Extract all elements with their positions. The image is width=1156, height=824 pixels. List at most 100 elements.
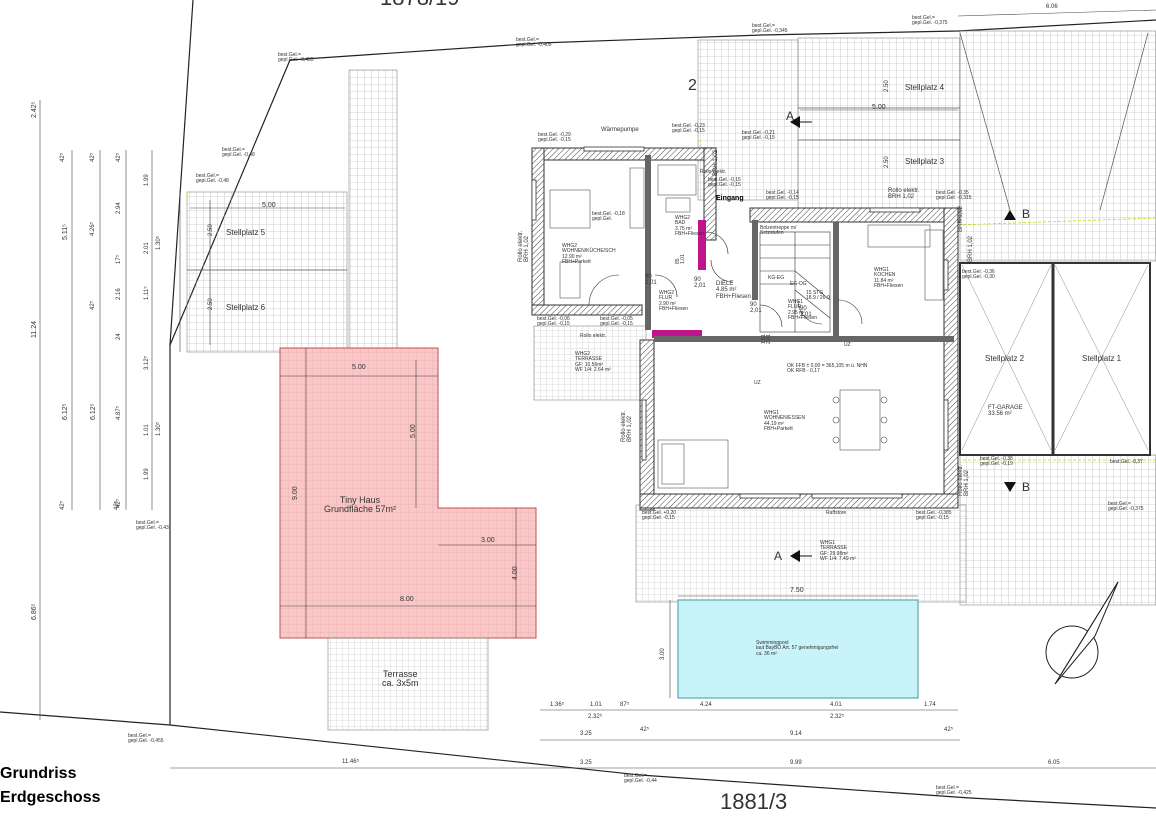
label-stair-steps: 15 STG 18.9 / 26.0: [806, 290, 830, 302]
room-label-diele: DIELE 4.85 m² FBH+Fliesen: [716, 281, 751, 300]
dimension-label: 3.00: [481, 537, 495, 544]
label-eingang: Eingang: [716, 195, 744, 202]
parking-grid-p56: [186, 191, 348, 353]
elevation-label: best.Gel.= gepl.Gel. -0,425: [936, 785, 972, 797]
plan-title-line1: Grundriss: [0, 765, 77, 782]
elevation-label: best.Gel. -0,385 gepl.Gel. -0,15: [916, 510, 952, 522]
door-dimension: 90 2,01: [800, 306, 812, 319]
dimension-label: 1.01: [590, 702, 602, 708]
dimension-label: 42⁵: [640, 727, 650, 733]
dimension-label: 6.12⁵: [90, 403, 97, 420]
dimension-label: 3.25: [580, 731, 592, 737]
room-label-stellplatz1: Stellplatz 1: [1082, 354, 1122, 363]
label-rollo: Rollo elektr.: [580, 333, 607, 339]
elevation-label: best.Gel.= gepl.Gel. -0,345: [752, 23, 788, 35]
elevation-label: best.Gel.= gepl.Gel. -0,455: [128, 733, 164, 745]
dimension-label: 17⁵: [116, 254, 122, 264]
room-label-bad: WHG2 BAD 3.75 m² FBH+Fliesen: [675, 215, 705, 237]
room-label-terrasse-whg1: WHG1 TERRASSE GF: 29.98m² WF 1/4: 7.49 m…: [820, 540, 856, 562]
north-arrow: [1045, 581, 1119, 685]
dimension-label: 87⁵: [620, 702, 630, 708]
parking-grid-p43: [797, 37, 961, 209]
elevation-label: best.Gel. -0,38 gepl.Gel. -0,19: [980, 456, 1013, 468]
section-label-b-bottom: B: [1022, 480, 1031, 494]
dimension-label: 5.00: [352, 364, 366, 371]
door-dimension: 1.51 2,01: [761, 334, 773, 344]
dimension-label: 1.99: [144, 468, 150, 480]
dimension-label: 2.50: [208, 298, 214, 310]
dimension-label: 24: [116, 333, 122, 340]
dimension-label: 4.00: [512, 566, 519, 580]
dimension-label: 2.16: [116, 288, 122, 300]
tiny-house: [279, 347, 537, 639]
room-label-flur-whg1: WHG1 FLUR 2.95 m² FBH+Fliesen: [788, 299, 818, 321]
dimension-label: 1.99: [144, 174, 150, 186]
parking-grid-top-left: [348, 69, 398, 351]
door-dimension: 85 1,01: [675, 254, 687, 264]
label-waermepumpe: Wärmepumpe: [601, 127, 639, 133]
label-pool: Swimmingpool laut BayBO Art. 57 genehmig…: [756, 640, 839, 657]
dimension-label: 42⁵: [90, 300, 96, 310]
dimension-label: 4.01: [830, 702, 842, 708]
label-tiny-house: Tiny Haus Grundfläche 57m²: [324, 495, 397, 515]
parking-hatch: [186, 30, 1156, 606]
dimension-label: 9.99: [790, 760, 802, 766]
dimension-label: 2.01: [144, 242, 150, 254]
dimension-label: 2.94: [116, 202, 122, 214]
section-markers: [790, 116, 1016, 562]
lot-number: 2: [688, 77, 697, 94]
label-rollo-brh-vertical: Rollo elektr. BRH 1,02: [518, 230, 531, 262]
dimension-label: 4.26⁵: [90, 221, 96, 236]
elevation-label: best.Gel. -0,18 gepl.Gel.: [592, 211, 625, 223]
dimension-label: 2.32⁵: [588, 714, 603, 720]
label-okffb: OK FFB ± 0,00 = 365,105 m ü. NHN OK RFB …: [787, 363, 868, 375]
dimension-label: 2.50: [884, 80, 890, 92]
dimension-label: 9.00: [292, 486, 299, 500]
label-rollo: Rollo elektr.: [700, 169, 727, 175]
plan-title-line2: Erdgeschoss: [0, 789, 101, 806]
elevation-label: best.Gel.= gepl.Gel. -0,405: [516, 37, 552, 49]
label-uz: UZ: [754, 380, 761, 386]
elevation-label: best.Gel. -0,06 gepl.Gel. -0,15: [537, 316, 570, 328]
dimension-label: 6.12⁵: [62, 403, 69, 420]
label-staircase: Bolzentreppe m/ Setzstufen: [760, 225, 797, 237]
section-label-b-top: B: [1022, 207, 1031, 221]
dimension-label: 42⁵: [944, 727, 954, 733]
room-label-stellplatz4: Stellplatz 4: [905, 83, 945, 92]
label-brh-vertical: BRH 1,02: [713, 149, 719, 176]
label-brh-vertical: BRH 1,02: [968, 235, 974, 262]
elevation-label: best.Gel.= gepl.Gel. -0,44: [624, 773, 657, 785]
room-label-stellplatz3: Stellplatz 3: [905, 157, 945, 166]
dimension-label: 42⁵: [114, 500, 120, 510]
dimension-label: 5.11⁵: [62, 223, 69, 240]
parking-grid-east2: [959, 454, 1156, 606]
room-label-stellplatz6: Stellplatz 6: [226, 303, 266, 312]
room-label-wohnen-whg2: WHG2 WOHNEN/KÜCHE/SCH 12.90 m² FBH+Parke…: [562, 243, 616, 265]
dimension-label: 3.00: [660, 648, 666, 660]
terrace1-hatch: [635, 504, 967, 603]
dimension-label: 2.42⁵: [31, 101, 38, 118]
elevation-label: best.Gel. -0,05 gepl.Gel. -0,15: [600, 316, 633, 328]
door-dimension: 90 2,01: [645, 274, 657, 287]
dimension-label: 1.30⁵: [156, 235, 162, 250]
tiny-house-terrace: [327, 637, 489, 731]
elevation-label: best.Gel. -0,23 gepl.Gel. -0,15: [672, 123, 705, 135]
dimension-label: 42⁵: [90, 152, 96, 162]
dimension-label: 5.00: [410, 424, 417, 438]
label-raffstore: Raffstore: [826, 510, 847, 516]
doors: [588, 231, 863, 328]
elevation-label: best.Gel. -0,37: [1110, 459, 1143, 465]
dimension-label: 2.32⁵: [830, 714, 845, 720]
dimension-label: 2.50: [884, 156, 890, 168]
elevation-label: best.Gel. -0,21 gepl.Gel. -0,15: [742, 130, 775, 142]
garage: [959, 262, 1151, 456]
dimension-label: 5.00: [262, 202, 276, 209]
door-dimension: 90 2,01: [750, 302, 762, 315]
dimension-label: 1.30⁵: [156, 421, 162, 436]
room-label-flur-whg2: WHG2 FLUR 2.90 m² FBH+Fliesen: [659, 290, 689, 312]
dimension-label: 2.50: [208, 224, 214, 236]
elevation-label: best.Gel.= gepl.Gel. -0,48: [196, 173, 229, 185]
dimension-label: 3.12⁵: [144, 355, 150, 370]
